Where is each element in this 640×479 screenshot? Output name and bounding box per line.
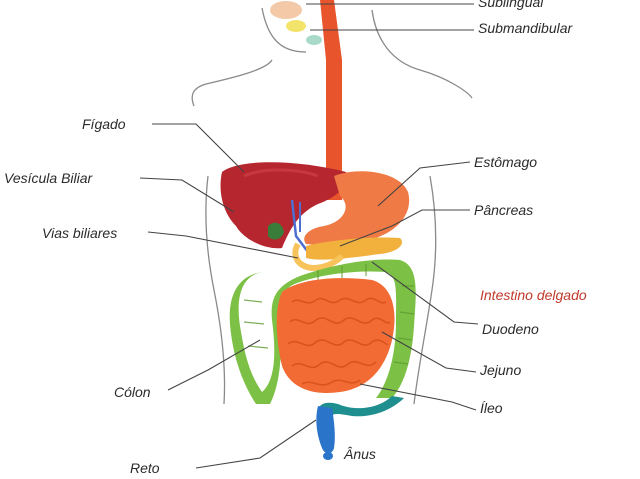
body-outline: [191, 7, 473, 405]
label-sublingual: Sublingual: [478, 0, 544, 10]
label-pancreas: Pâncreas: [474, 202, 534, 218]
sigmoid-colon: [317, 396, 404, 418]
submandibular-gland: [286, 20, 306, 32]
label-ileo: Íleo: [480, 400, 503, 416]
pancreas: [306, 237, 402, 260]
label-intestino-delgado: Intestino delgado: [480, 287, 587, 303]
esophagus: [320, 0, 342, 200]
label-jejuno: Jejuno: [480, 362, 522, 378]
label-figado: Fígado: [82, 116, 126, 132]
rectum: [316, 406, 335, 454]
anus: [323, 452, 333, 460]
sublingual-gland: [270, 1, 302, 19]
stomach: [304, 171, 410, 245]
gallbladder: [268, 222, 284, 240]
liver: [220, 162, 348, 249]
label-vias-biliares: Vias biliares: [42, 225, 118, 241]
label-anus: Ânus: [344, 446, 376, 462]
duodenum: [292, 242, 345, 272]
colon: [229, 259, 416, 404]
parotid-gland: [306, 35, 322, 45]
label-reto: Reto: [130, 460, 160, 476]
label-estomago: Estômago: [474, 154, 538, 170]
label-colon: Cólon: [114, 384, 151, 400]
label-duodeno: Duodeno: [482, 321, 539, 337]
label-vesicula-biliar: Vesícula Biliar: [4, 170, 93, 186]
small-intestine: [276, 278, 395, 393]
bile-ducts: [290, 199, 309, 253]
label-submandibular: Submandibular: [478, 20, 573, 36]
small-intestine-folds: [287, 297, 391, 386]
leader-lines: [139, 3, 479, 469]
